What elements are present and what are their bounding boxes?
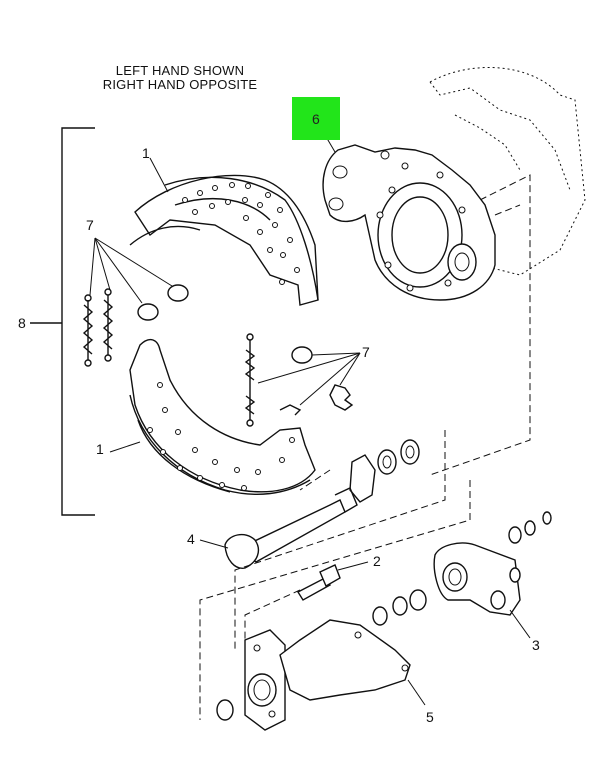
callout-1-lower-shoe: 1 — [96, 441, 104, 457]
assembly-guide-lines — [199, 430, 471, 720]
callout-6-spider: 6 — [312, 111, 320, 127]
anchor-pin-rollers — [137, 284, 189, 321]
callout-7-left: 7 — [86, 217, 94, 233]
callout-3-slack-adjuster: 3 — [532, 637, 540, 653]
caption-line-1: LEFT HAND SHOWN — [115, 63, 245, 78]
callout-4-camshaft: 4 — [187, 531, 195, 547]
backing-plate — [429, 67, 586, 476]
callout-8-assembly: 8 — [18, 315, 26, 331]
callout-7-right: 7 — [362, 344, 370, 360]
bolt — [297, 561, 369, 601]
camshaft-seals — [349, 439, 420, 503]
brake-shoe-lower — [109, 338, 316, 495]
camshaft — [199, 487, 358, 569]
callout-5-bracket: 5 — [426, 709, 434, 725]
camshaft-bracket — [216, 619, 426, 731]
callout-6-highlight[interactable]: 6 — [292, 97, 340, 140]
callout-2-bolt: 2 — [373, 553, 381, 569]
caption-line-2: RIGHT HAND OPPOSITE — [102, 77, 258, 92]
assembly-bracket — [30, 127, 95, 516]
brake-spider — [314, 117, 496, 301]
slack-adjuster — [372, 511, 552, 639]
callout-1-upper-shoe: 1 — [142, 145, 150, 161]
brake-shoe-upper — [129, 157, 319, 306]
shoe-springs-right — [244, 333, 361, 427]
callout-lines-7-left — [89, 237, 173, 304]
shoe-springs-left — [82, 288, 114, 367]
